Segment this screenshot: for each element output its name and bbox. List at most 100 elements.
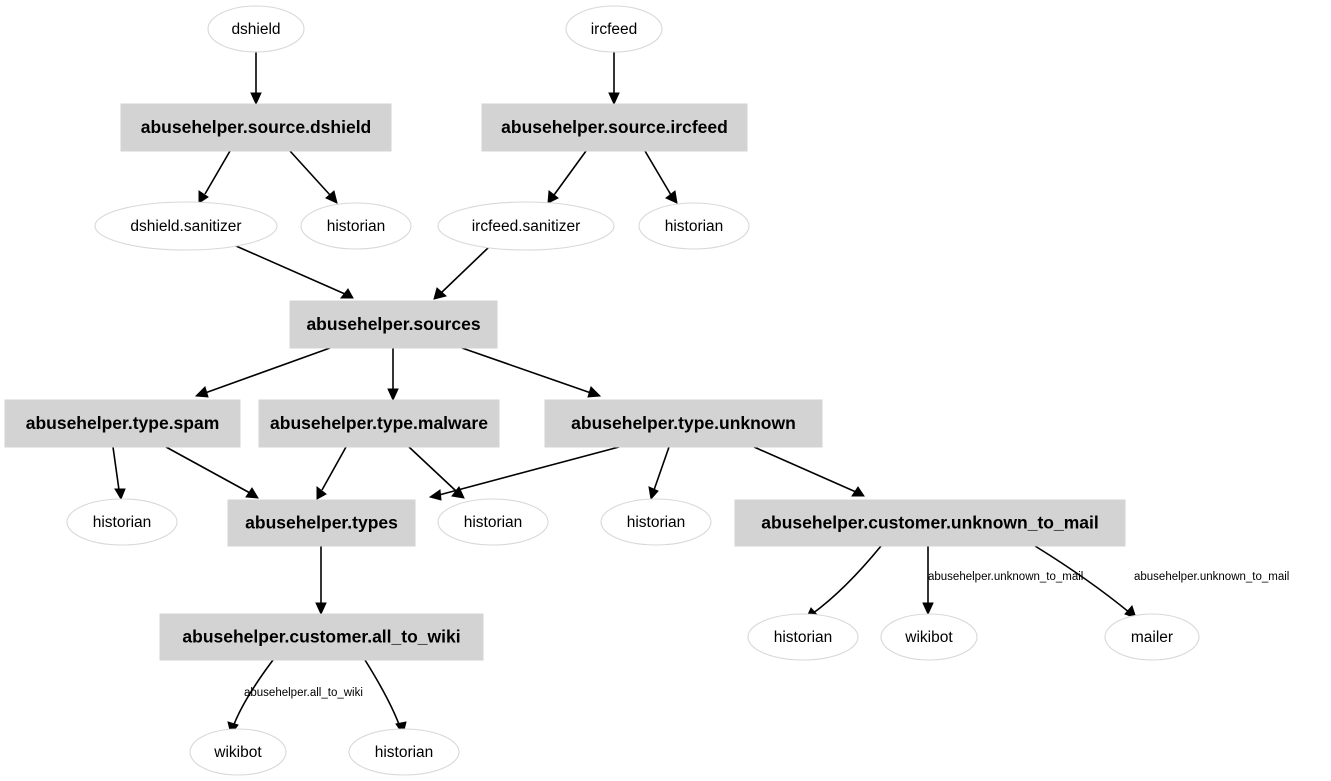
edge-line [364, 659, 401, 728]
node-shape-ellipse [348, 728, 460, 776]
arrowhead-icon [316, 485, 327, 500]
node-sources[interactable]: abusehelper.sources [289, 300, 498, 349]
edge-cust_unknown_to_mail-to-wikibot_mail [922, 546, 934, 616]
edge-line [112, 446, 120, 491]
node-wikibot_mail[interactable]: wikibot [880, 613, 978, 661]
arrowhead-icon [325, 190, 338, 204]
node-shape-box [544, 399, 823, 448]
node-shape-ellipse [437, 498, 549, 546]
edge-label-lbl_all_to_wiki: abusehelper.all_to_wiki [244, 687, 363, 699]
node-historian_ircfeed[interactable]: historian [638, 202, 750, 250]
node-shape-box [289, 300, 498, 349]
node-shape-ellipse [747, 613, 859, 661]
node-mailer[interactable]: mailer [1104, 613, 1200, 661]
node-label: historian [327, 218, 386, 235]
edge-type_unknown-to-cust_unknown_to_mail [753, 446, 865, 497]
node-historian_spam[interactable]: historian [66, 498, 178, 546]
arrowhead-icon [428, 489, 442, 501]
node-dshield[interactable]: dshield [207, 5, 305, 53]
node-cust_unknown_to_mail[interactable]: abusehelper.customer.unknown_to_mail [734, 499, 1126, 547]
nodes-layer: dshield ircfeed abusehelper.source.dshield… [4, 5, 1200, 776]
node-shape-ellipse [638, 202, 750, 250]
node-label: dshield.sanitizer [130, 218, 241, 235]
node-label: historian [665, 218, 724, 235]
node-shape-box [120, 103, 392, 152]
edge-ircfeed_sanitizer-to-sources [433, 246, 490, 300]
edge-line [408, 446, 457, 492]
edge-cust_all_to_wiki-to-historian_wiki [364, 659, 407, 736]
arrowhead-icon [922, 602, 934, 616]
arrowhead-icon [587, 386, 602, 398]
node-historian_types[interactable]: historian [437, 498, 549, 546]
node-label: mailer [1131, 629, 1173, 646]
arrowhead-icon [648, 486, 659, 501]
node-label: wikibot [213, 744, 262, 761]
node-label: ircfeed [591, 21, 638, 38]
edge-dshield-to-src_dshield [250, 52, 262, 106]
node-shape-box [734, 499, 1126, 547]
arrowhead-icon [665, 190, 678, 204]
node-shape-box [481, 103, 748, 152]
edge-line [461, 347, 592, 394]
node-dshield_sanitizer[interactable]: dshield.sanitizer [94, 201, 278, 251]
arrowhead-icon [387, 388, 399, 402]
node-shape-ellipse [600, 498, 712, 546]
edge-type_unknown-to-historian_unknown [648, 446, 670, 501]
node-label: abusehelper.sources [306, 314, 480, 334]
node-label: abusehelper.types [245, 513, 398, 533]
node-label: historian [464, 514, 523, 531]
node-shape-ellipse [189, 728, 287, 776]
edge-ircfeed-to-src_ircfeed [608, 52, 620, 106]
arrowhead-icon [198, 190, 209, 204]
arrowhead-icon [245, 487, 259, 499]
node-cust_all_to_wiki[interactable]: abusehelper.customer.all_to_wiki [159, 613, 484, 661]
node-label: wikibot [904, 629, 953, 646]
node-label: dshield [231, 21, 280, 38]
node-wikibot_wiki[interactable]: wikibot [189, 728, 287, 776]
node-label: abusehelper.customer.unknown_to_mail [761, 513, 1098, 533]
node-shape-ellipse [94, 201, 278, 251]
edge-line [204, 347, 331, 394]
node-shape-ellipse [207, 5, 305, 53]
edge-line [1034, 545, 1131, 614]
arrowhead-icon [339, 288, 354, 299]
edge-line [204, 150, 231, 195]
edge-types-to-cust_all_to_wiki [315, 546, 327, 616]
edge-line [811, 545, 882, 615]
node-type_malware[interactable]: abusehelper.type.malware [258, 399, 500, 448]
node-historian_wiki[interactable]: historian [348, 728, 460, 776]
edge-label-lbl_unknown_to_mail_mailer: abusehelper.unknown_to_mail [1134, 571, 1289, 583]
edge-line [321, 446, 347, 491]
edge-dshield_sanitizer-to-sources [235, 245, 354, 299]
node-historian_unknown[interactable]: historian [600, 498, 712, 546]
arrowhead-icon [250, 92, 262, 106]
node-ircfeed[interactable]: ircfeed [565, 5, 663, 53]
edge-type_unknown-to-types [428, 446, 620, 501]
node-historian_dshield[interactable]: historian [300, 202, 412, 250]
edge-sources-to-type_malware [387, 348, 399, 402]
arrowhead-icon [433, 287, 448, 300]
node-label: ircfeed.sanitizer [472, 218, 581, 235]
edge-src_ircfeed-to-ircfeed_sanitizer [547, 150, 587, 204]
node-label: abusehelper.source.ircfeed [501, 117, 728, 137]
edge-label-lbl_unknown_to_mail_wikibot: abusehelper.unknown_to_mail [928, 571, 1083, 583]
node-shape-ellipse [66, 498, 178, 546]
node-src_ircfeed[interactable]: abusehelper.source.ircfeed [481, 103, 748, 152]
edge-type_malware-to-historian_types [408, 446, 465, 499]
edge-line [753, 446, 857, 493]
node-type_unknown[interactable]: abusehelper.type.unknown [544, 399, 823, 448]
node-historian_mail[interactable]: historian [747, 613, 859, 661]
node-label: historian [627, 514, 686, 531]
edge-type_malware-to-types [316, 446, 347, 500]
node-shape-box [227, 499, 416, 547]
node-label: abusehelper.type.unknown [571, 413, 796, 433]
node-ircfeed_sanitizer[interactable]: ircfeed.sanitizer [437, 201, 615, 251]
node-src_dshield[interactable]: abusehelper.source.dshield [120, 103, 392, 152]
edge-line [232, 659, 274, 728]
node-type_spam[interactable]: abusehelper.type.spam [4, 399, 241, 448]
arrowhead-icon [547, 190, 559, 204]
edge-type_spam-to-historian_spam [112, 446, 126, 501]
edge-labels-layer: abusehelper.unknown_to_mail abusehelper.u… [244, 571, 1289, 699]
node-types[interactable]: abusehelper.types [227, 499, 416, 547]
